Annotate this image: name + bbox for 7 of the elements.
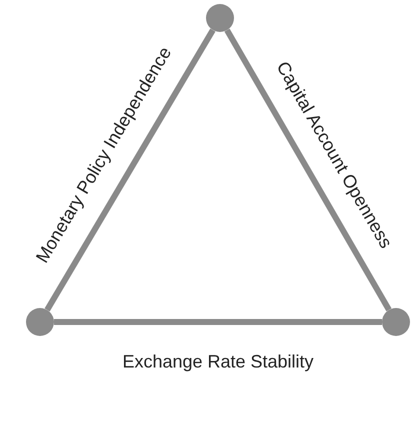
vertex-circle <box>382 308 410 336</box>
triangle-side-line <box>54 319 382 325</box>
vertex-circle <box>26 308 54 336</box>
triangle-side-line <box>44 28 216 312</box>
edge-label: Exchange Rate Stability <box>122 352 314 372</box>
vertex-circle <box>206 4 234 32</box>
triangle-side-line <box>224 28 392 312</box>
